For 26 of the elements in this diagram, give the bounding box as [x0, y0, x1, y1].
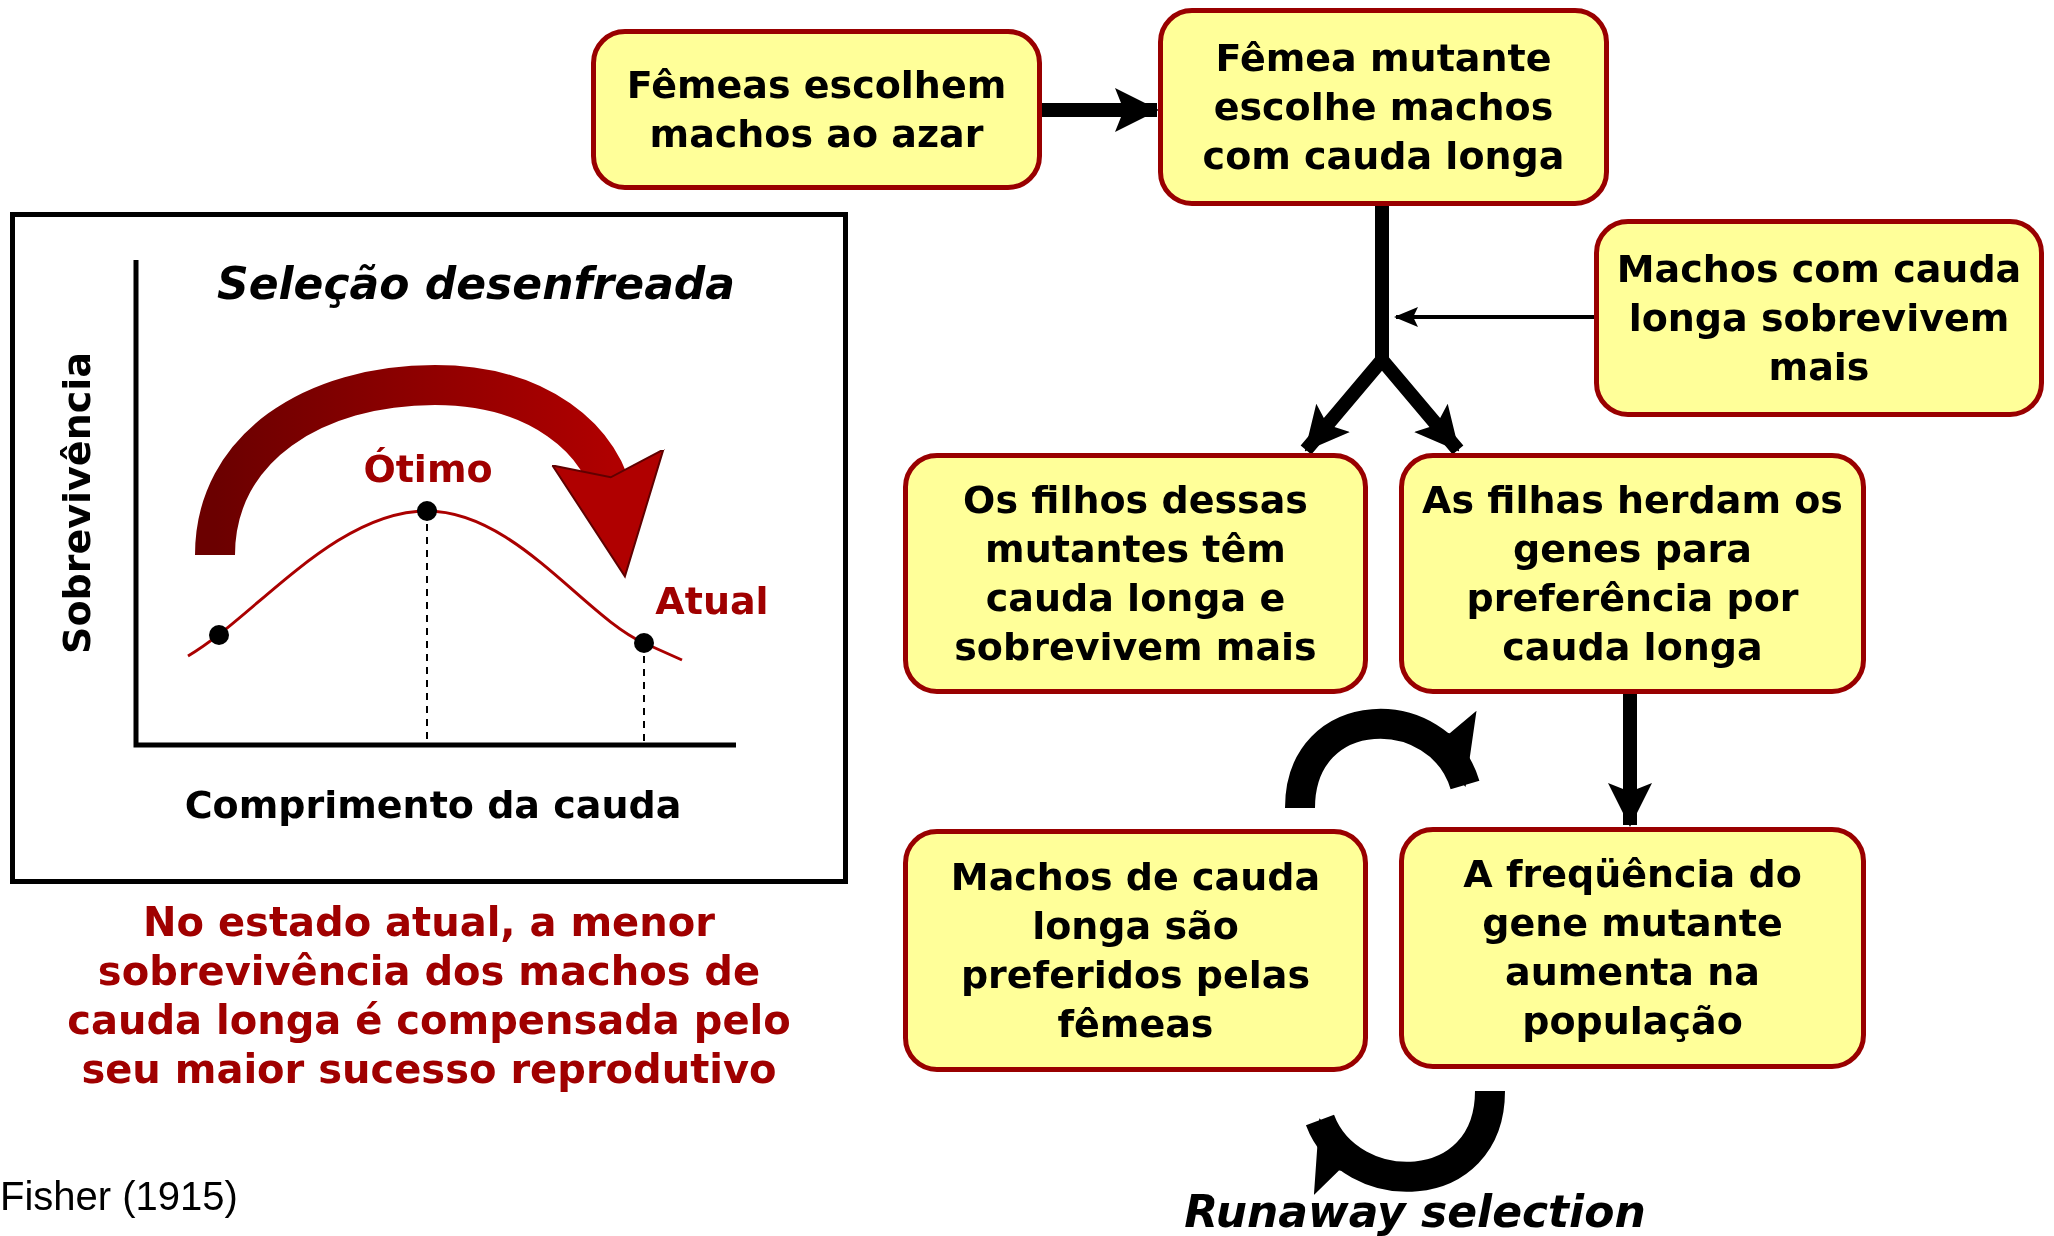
caption-text: No estado atual, a menor sobrevivência dos machos de cauda longa é compensada pelo seu maior sucesso reprodutivo — [66, 898, 792, 1094]
axis-label: Sobrevivência — [55, 352, 99, 654]
point-label: Ótimo — [363, 447, 493, 491]
arrow — [1041, 88, 1159, 132]
point-label: Atual — [655, 579, 769, 623]
chart-panel — [10, 212, 848, 884]
box-text: Fêmea mutante escolhe machos com cauda longa — [1201, 34, 1566, 180]
arrow — [1608, 694, 1652, 827]
process-box — [1399, 827, 1866, 1069]
process-box — [903, 453, 1368, 694]
box-text: Os filhos dessas mutantes têm cauda longa e sobrevivem mais — [953, 476, 1318, 671]
process-box — [1594, 219, 2044, 417]
box-text: As filhas herdam os genes para preferência por cauda longa — [1421, 476, 1844, 671]
arrow — [1394, 307, 1594, 327]
citation-text: Fisher (1915) — [0, 1174, 238, 1219]
chart-title: Seleção desenfreada — [217, 257, 735, 309]
process-box — [903, 829, 1368, 1072]
process-box — [1158, 8, 1609, 206]
process-box — [1399, 453, 1866, 694]
axis-label: Comprimento da cauda — [184, 783, 682, 827]
box-text: Fêmeas escolhem machos ao azar — [625, 61, 1008, 158]
box-text: A freqüência do gene mutante aumenta na população — [1462, 851, 1803, 1045]
box-text: Machos com cauda longa sobrevivem mais — [1615, 245, 2023, 391]
box-text: Machos de cauda longa são preferidos pelas fêmeas — [949, 853, 1322, 1048]
loop-label: Runaway selection — [1184, 1186, 1646, 1236]
process-box — [591, 29, 1042, 190]
